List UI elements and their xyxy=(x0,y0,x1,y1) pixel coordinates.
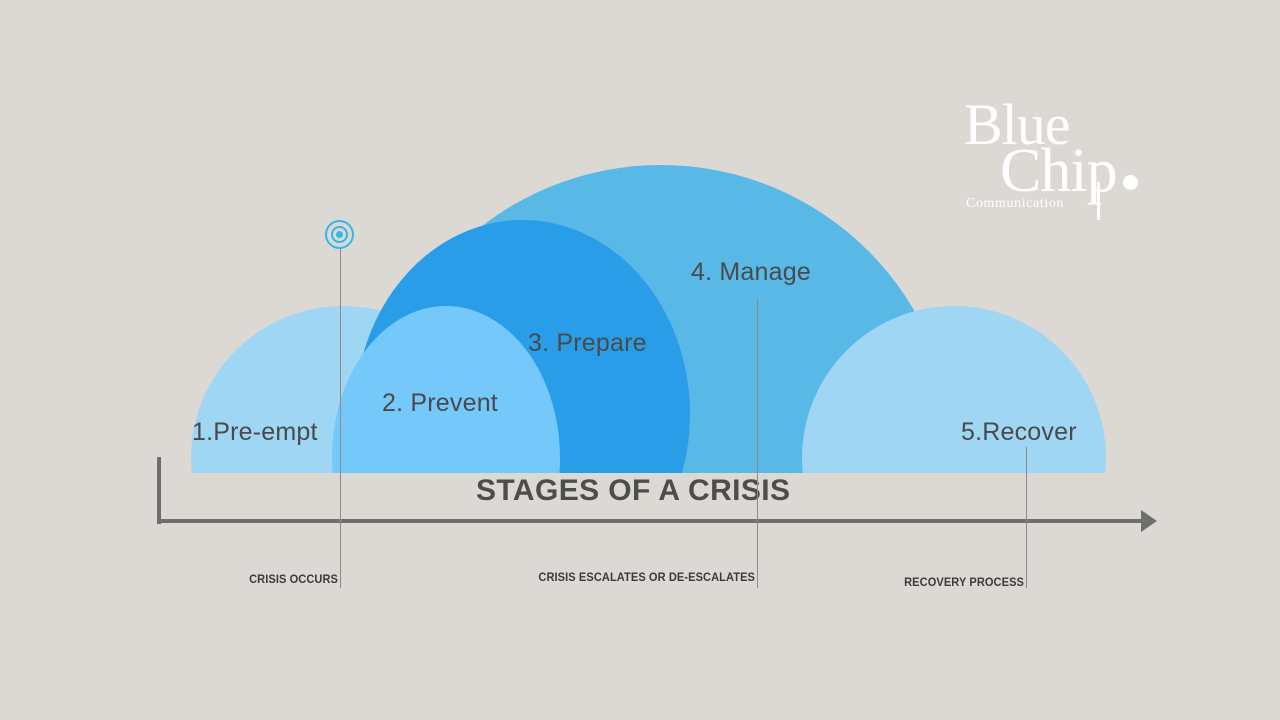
brand-logo: Blue Chip Communication xyxy=(960,96,1160,226)
annotation-crisis-occurs: CRISIS OCCURS xyxy=(249,572,338,586)
leader-line-crisis-occurs xyxy=(340,248,341,588)
leader-line-recovery-process xyxy=(1026,447,1027,588)
logo-tagline: Communication xyxy=(966,196,1065,211)
axis-horizontal-line xyxy=(157,519,1145,523)
target-outer-ring xyxy=(325,220,354,249)
annotation-crisis-escalates: CRISIS ESCALATES OR DE-ESCALATES xyxy=(538,570,755,584)
stage-label-recover: 5.Recover xyxy=(961,418,1077,446)
page-title: STAGES OF A CRISIS xyxy=(476,474,791,507)
logo-stem-rule xyxy=(1097,182,1100,220)
axis-vertical-segment xyxy=(157,457,161,524)
target-inner-ring xyxy=(331,226,348,243)
logo-dot-icon xyxy=(1123,175,1138,190)
leader-line-crisis-escalates xyxy=(757,298,758,588)
stage-label-prepare: 3. Prepare xyxy=(528,329,647,357)
annotation-recovery-process: RECOVERY PROCESS xyxy=(904,575,1024,589)
target-center-dot xyxy=(336,231,343,238)
logo-word-blue: Blue xyxy=(964,92,1071,157)
stage-circles-group xyxy=(0,120,1280,473)
axis-arrowhead-icon xyxy=(1141,510,1157,532)
stage-label-manage: 4. Manage xyxy=(691,258,811,286)
stage-label-preempt: 1.Pre-empt xyxy=(192,418,318,446)
target-icon[interactable] xyxy=(325,220,354,249)
stage-label-prevent: 2. Prevent xyxy=(382,389,498,417)
